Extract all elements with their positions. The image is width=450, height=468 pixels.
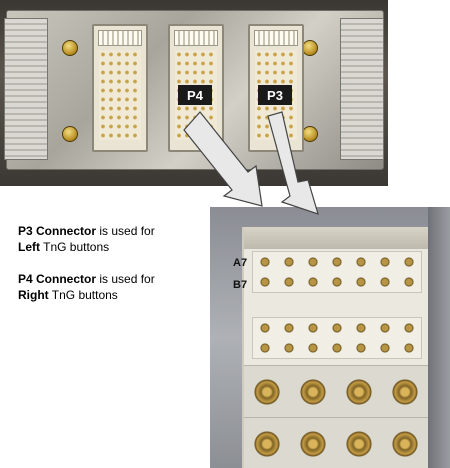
- closeup-rail: [428, 207, 450, 468]
- p4-caption: P4 Connector is used for Right TnG butto…: [18, 271, 203, 303]
- p4-caption-title: P4 Connector: [18, 272, 97, 286]
- connector-closeup-photo: A7 B7: [210, 207, 450, 468]
- left-rack-rail: [4, 18, 48, 160]
- right-rack-rail: [340, 18, 384, 160]
- p4-label: P4: [178, 85, 212, 105]
- p4-caption-side: Right: [18, 288, 49, 302]
- pin-block-a-b: [252, 251, 422, 293]
- p4-caption-text: is used for: [96, 272, 155, 286]
- coax-row-lower: [244, 417, 430, 468]
- screw-icon: [62, 40, 78, 56]
- connector-left: [92, 24, 148, 152]
- screw-icon: [302, 126, 318, 142]
- p4-caption-buttons: TnG buttons: [48, 288, 118, 302]
- p3-caption-buttons: TnG buttons: [40, 240, 110, 254]
- p3-caption-text: is used for: [96, 224, 155, 238]
- p3-caption-title: P3 Connector: [18, 224, 97, 238]
- p3-label: P3: [258, 85, 292, 105]
- coax-row-upper: [244, 365, 430, 418]
- closeup-connector-body: [242, 227, 430, 468]
- p3-caption-side: Left: [18, 240, 40, 254]
- pin-block-lower: [252, 317, 422, 359]
- pin-label-a7: A7: [233, 257, 248, 269]
- pin-label-b7: B7: [233, 279, 248, 291]
- p3-caption: P3 Connector is used for Left TnG button…: [18, 223, 203, 255]
- screw-icon: [62, 126, 78, 142]
- screw-icon: [302, 40, 318, 56]
- connector-rack-photo: P4 P3: [0, 0, 388, 186]
- closeup-connector-top: [244, 227, 430, 249]
